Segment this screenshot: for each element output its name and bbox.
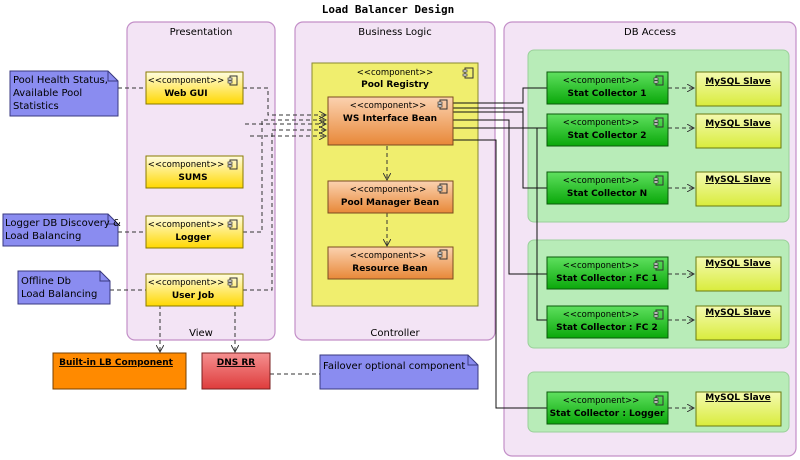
- note-offline-db-line1: Offline Db: [21, 276, 71, 287]
- component-icon: [437, 249, 448, 260]
- mysql-slave-label: MySQL Slave: [705, 308, 770, 318]
- mysql-slave-label: MySQL Slave: [705, 175, 770, 185]
- web-gui-stereotype: <<component>>: [148, 76, 225, 86]
- pool-manager-stereotype: <<component>>: [350, 185, 427, 195]
- note-logger-db-line2: Load Balancing: [5, 231, 81, 242]
- component-icon: [653, 175, 664, 186]
- component-icon: [653, 395, 664, 406]
- component-resource-bean[interactable]: <<component>> Resource Bean: [327, 246, 454, 280]
- sc1-stereotype: <<component>>: [563, 76, 640, 86]
- component-icon: [437, 99, 448, 110]
- component-built-in-lb[interactable]: Built-in LB Component: [52, 352, 187, 390]
- logger-label: Logger: [175, 233, 211, 243]
- component-web-gui[interactable]: <<component>> Web GUI: [145, 71, 244, 105]
- component-dns-rr[interactable]: DNS RR: [201, 352, 271, 390]
- component-stat-collector-n[interactable]: <<component>> Stat Collector N: [546, 171, 669, 205]
- connectors-down: [160, 305, 235, 352]
- scn-label: Stat Collector N: [567, 189, 647, 199]
- ws-bean-stereotype: <<component>>: [350, 101, 427, 111]
- component-icon: [227, 277, 238, 288]
- component-logger[interactable]: <<component>> Logger: [145, 215, 244, 249]
- user-job-label: User Job: [172, 291, 215, 301]
- note-pool-health-line2: Available Pool: [13, 88, 82, 99]
- component-stat-collector-2[interactable]: <<component>> Stat Collector 2: [546, 113, 669, 147]
- component-icon: [653, 75, 664, 86]
- component-icon: [653, 117, 664, 128]
- component-stat-collector-1[interactable]: <<component>> Stat Collector 1: [546, 71, 669, 105]
- component-sums[interactable]: <<component>> SUMS: [145, 155, 244, 189]
- connectors-db: [453, 87, 547, 409]
- note-failover-line1: Failover optional component: [323, 361, 465, 372]
- logger-stereotype: <<component>>: [148, 220, 225, 230]
- web-gui-label: Web GUI: [164, 89, 207, 99]
- component-icon: [462, 67, 474, 79]
- sums-label: SUMS: [178, 173, 207, 183]
- connectors-presentation: [243, 87, 326, 291]
- diagram-title: Load Balancer Design: [322, 3, 454, 16]
- package-business-footer: Controller: [370, 328, 420, 339]
- component-icon: [653, 260, 664, 271]
- component-pool-manager-bean[interactable]: <<component>> Pool Manager Bean: [327, 180, 454, 214]
- mysql-slave-fc2[interactable]: MySQL Slave: [695, 305, 782, 341]
- sc1-label: Stat Collector 1: [567, 89, 646, 99]
- note-offline-db-line2: Load Balancing: [21, 289, 97, 300]
- sc2-stereotype: <<component>>: [563, 118, 640, 128]
- mysql-slave-1[interactable]: MySQL Slave: [695, 71, 782, 107]
- component-icon: [227, 75, 238, 86]
- note-failover: Failover optional component: [319, 354, 479, 390]
- note-offline-db: Offline Db Load Balancing: [17, 270, 111, 305]
- mysql-slave-2[interactable]: MySQL Slave: [695, 113, 782, 149]
- package-presentation-name: Presentation: [170, 27, 233, 38]
- package-presentation-footer: View: [189, 328, 213, 339]
- note-logger-db: Logger DB Discovery & Load Balancing: [2, 213, 121, 247]
- component-icon: [227, 159, 238, 170]
- component-icon: [653, 309, 664, 320]
- sclog-label: Stat Collector : Logger: [550, 409, 665, 419]
- component-ws-interface-bean[interactable]: <<component>> WS Interface Bean: [327, 96, 454, 146]
- pool-registry-stereotype: <<component>>: [357, 68, 434, 78]
- dns-rr-label: DNS RR: [217, 358, 256, 368]
- mysql-slave-label: MySQL Slave: [705, 259, 770, 269]
- note-pool-health-line3: Statistics: [13, 101, 59, 112]
- pool-manager-label: Pool Manager Bean: [341, 198, 439, 208]
- ws-bean-label: WS Interface Bean: [343, 114, 437, 124]
- component-stat-collector-logger[interactable]: <<component>> Stat Collector : Logger: [546, 391, 669, 425]
- connectors-slaves: [668, 88, 694, 408]
- component-user-job[interactable]: <<component>> User Job: [145, 273, 244, 307]
- mysql-slave-n[interactable]: MySQL Slave: [695, 171, 782, 207]
- sums-stereotype: <<component>>: [148, 160, 225, 170]
- component-stat-collector-fc2[interactable]: <<component>> Stat Collector : FC 2: [546, 305, 669, 339]
- component-icon: [227, 219, 238, 230]
- package-business-name: Business Logic: [358, 27, 431, 38]
- component-stat-collector-fc1[interactable]: <<component>> Stat Collector : FC 1: [546, 256, 669, 290]
- sc2-label: Stat Collector 2: [567, 131, 646, 141]
- resource-bean-stereotype: <<component>>: [350, 251, 427, 261]
- user-job-stereotype: <<component>>: [148, 278, 225, 288]
- mysql-slave-label: MySQL Slave: [705, 119, 770, 129]
- scn-stereotype: <<component>>: [563, 176, 640, 186]
- mysql-slave-logger[interactable]: MySQL Slave: [695, 391, 782, 427]
- scfc1-label: Stat Collector : FC 1: [556, 274, 658, 284]
- mysql-slave-fc1[interactable]: MySQL Slave: [695, 256, 782, 292]
- sclog-stereotype: <<component>>: [563, 396, 640, 406]
- scfc1-stereotype: <<component>>: [563, 261, 640, 271]
- scfc2-stereotype: <<component>>: [563, 310, 640, 320]
- package-db-name: DB Access: [624, 27, 676, 38]
- connectors-notes: [110, 87, 320, 375]
- mysql-slave-label: MySQL Slave: [705, 393, 770, 403]
- note-pool-health: Pool Health Status, Available Pool Stati…: [9, 70, 119, 117]
- note-logger-db-line1: Logger DB Discovery &: [5, 218, 121, 229]
- mysql-slave-label: MySQL Slave: [705, 77, 770, 87]
- component-icon: [437, 183, 448, 194]
- note-pool-health-line1: Pool Health Status,: [13, 75, 108, 86]
- resource-bean-label: Resource Bean: [352, 264, 427, 274]
- built-in-lb-label: Built-in LB Component: [59, 358, 174, 368]
- pool-registry-label: Pool Registry: [361, 80, 429, 90]
- scfc2-label: Stat Collector : FC 2: [556, 323, 658, 333]
